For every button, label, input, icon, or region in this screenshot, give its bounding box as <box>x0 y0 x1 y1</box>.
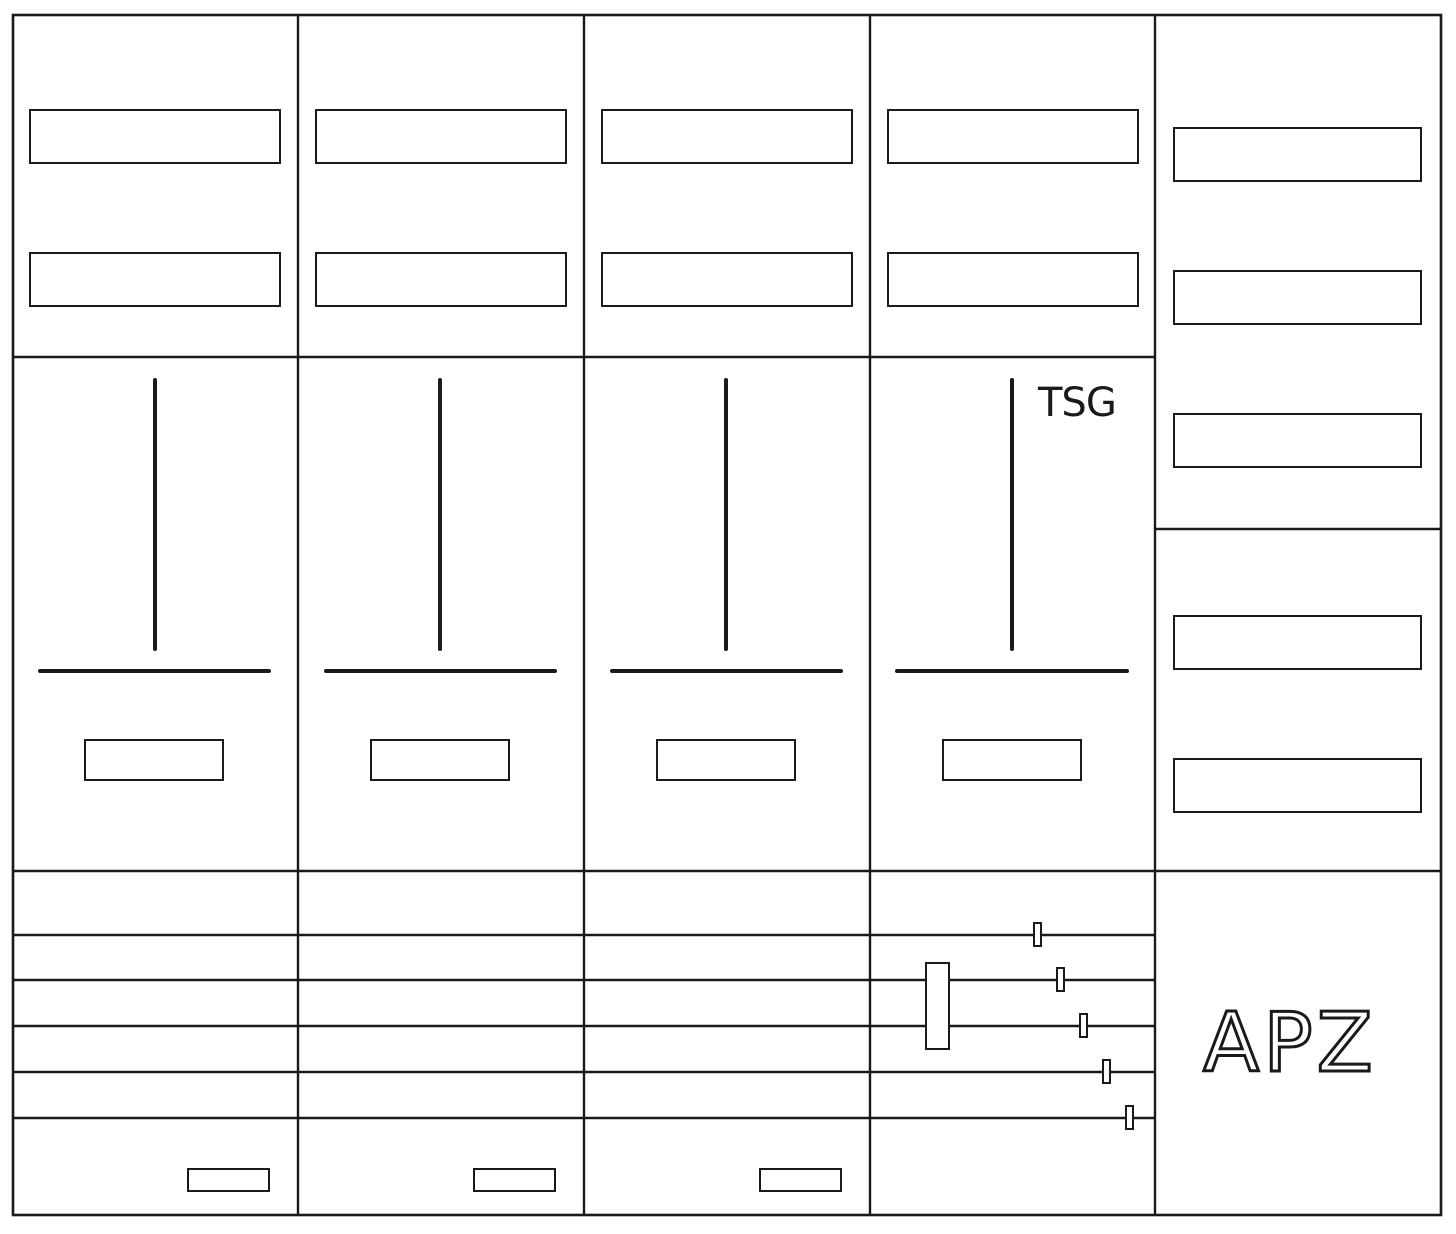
meter-label-box <box>942 739 1082 781</box>
terminal-marker <box>1079 1013 1088 1038</box>
terminal-marker <box>1125 1105 1134 1130</box>
meter-label-box <box>656 739 796 781</box>
distribution-strip <box>1173 413 1422 468</box>
lower-rails <box>13 933 1155 1120</box>
terminal-box <box>759 1168 842 1192</box>
distribution-strip <box>1173 127 1422 182</box>
terminal-boxes <box>187 1168 842 1192</box>
terminal-box <box>187 1168 270 1192</box>
meter-field <box>38 378 271 781</box>
apz-label: APZ <box>1203 996 1377 1091</box>
meter-field <box>610 378 843 781</box>
upper-breaker-strips <box>29 109 1139 307</box>
tsg-label: TSG <box>1037 380 1116 426</box>
breaker-strip <box>29 109 281 164</box>
meter-label-box <box>370 739 510 781</box>
terminal-marker <box>1033 922 1042 947</box>
breaker-strip <box>315 109 567 164</box>
distribution-strip <box>1173 615 1422 670</box>
breaker-strip <box>887 252 1139 307</box>
terminal-box <box>473 1168 556 1192</box>
main-terminal-block <box>925 922 1134 1130</box>
meter-field <box>324 378 557 781</box>
meter-label-box <box>84 739 224 781</box>
main-switch-box <box>925 962 950 1050</box>
breaker-strip <box>29 252 281 307</box>
terminal-marker <box>1102 1059 1111 1084</box>
terminal-marker <box>1056 967 1065 992</box>
meter-field <box>895 378 1129 781</box>
section-dividers <box>13 355 1441 873</box>
meter-fields <box>38 378 1129 781</box>
cabinet-outer-frame <box>11 13 1443 1217</box>
distribution-breaker-strips <box>1173 127 1422 813</box>
breaker-strip <box>601 252 853 307</box>
breaker-strip <box>601 109 853 164</box>
distribution-strip <box>1173 270 1422 325</box>
breaker-strip <box>887 109 1139 164</box>
breaker-strip <box>315 252 567 307</box>
column-dividers <box>296 15 1157 1215</box>
distribution-strip <box>1173 758 1422 813</box>
